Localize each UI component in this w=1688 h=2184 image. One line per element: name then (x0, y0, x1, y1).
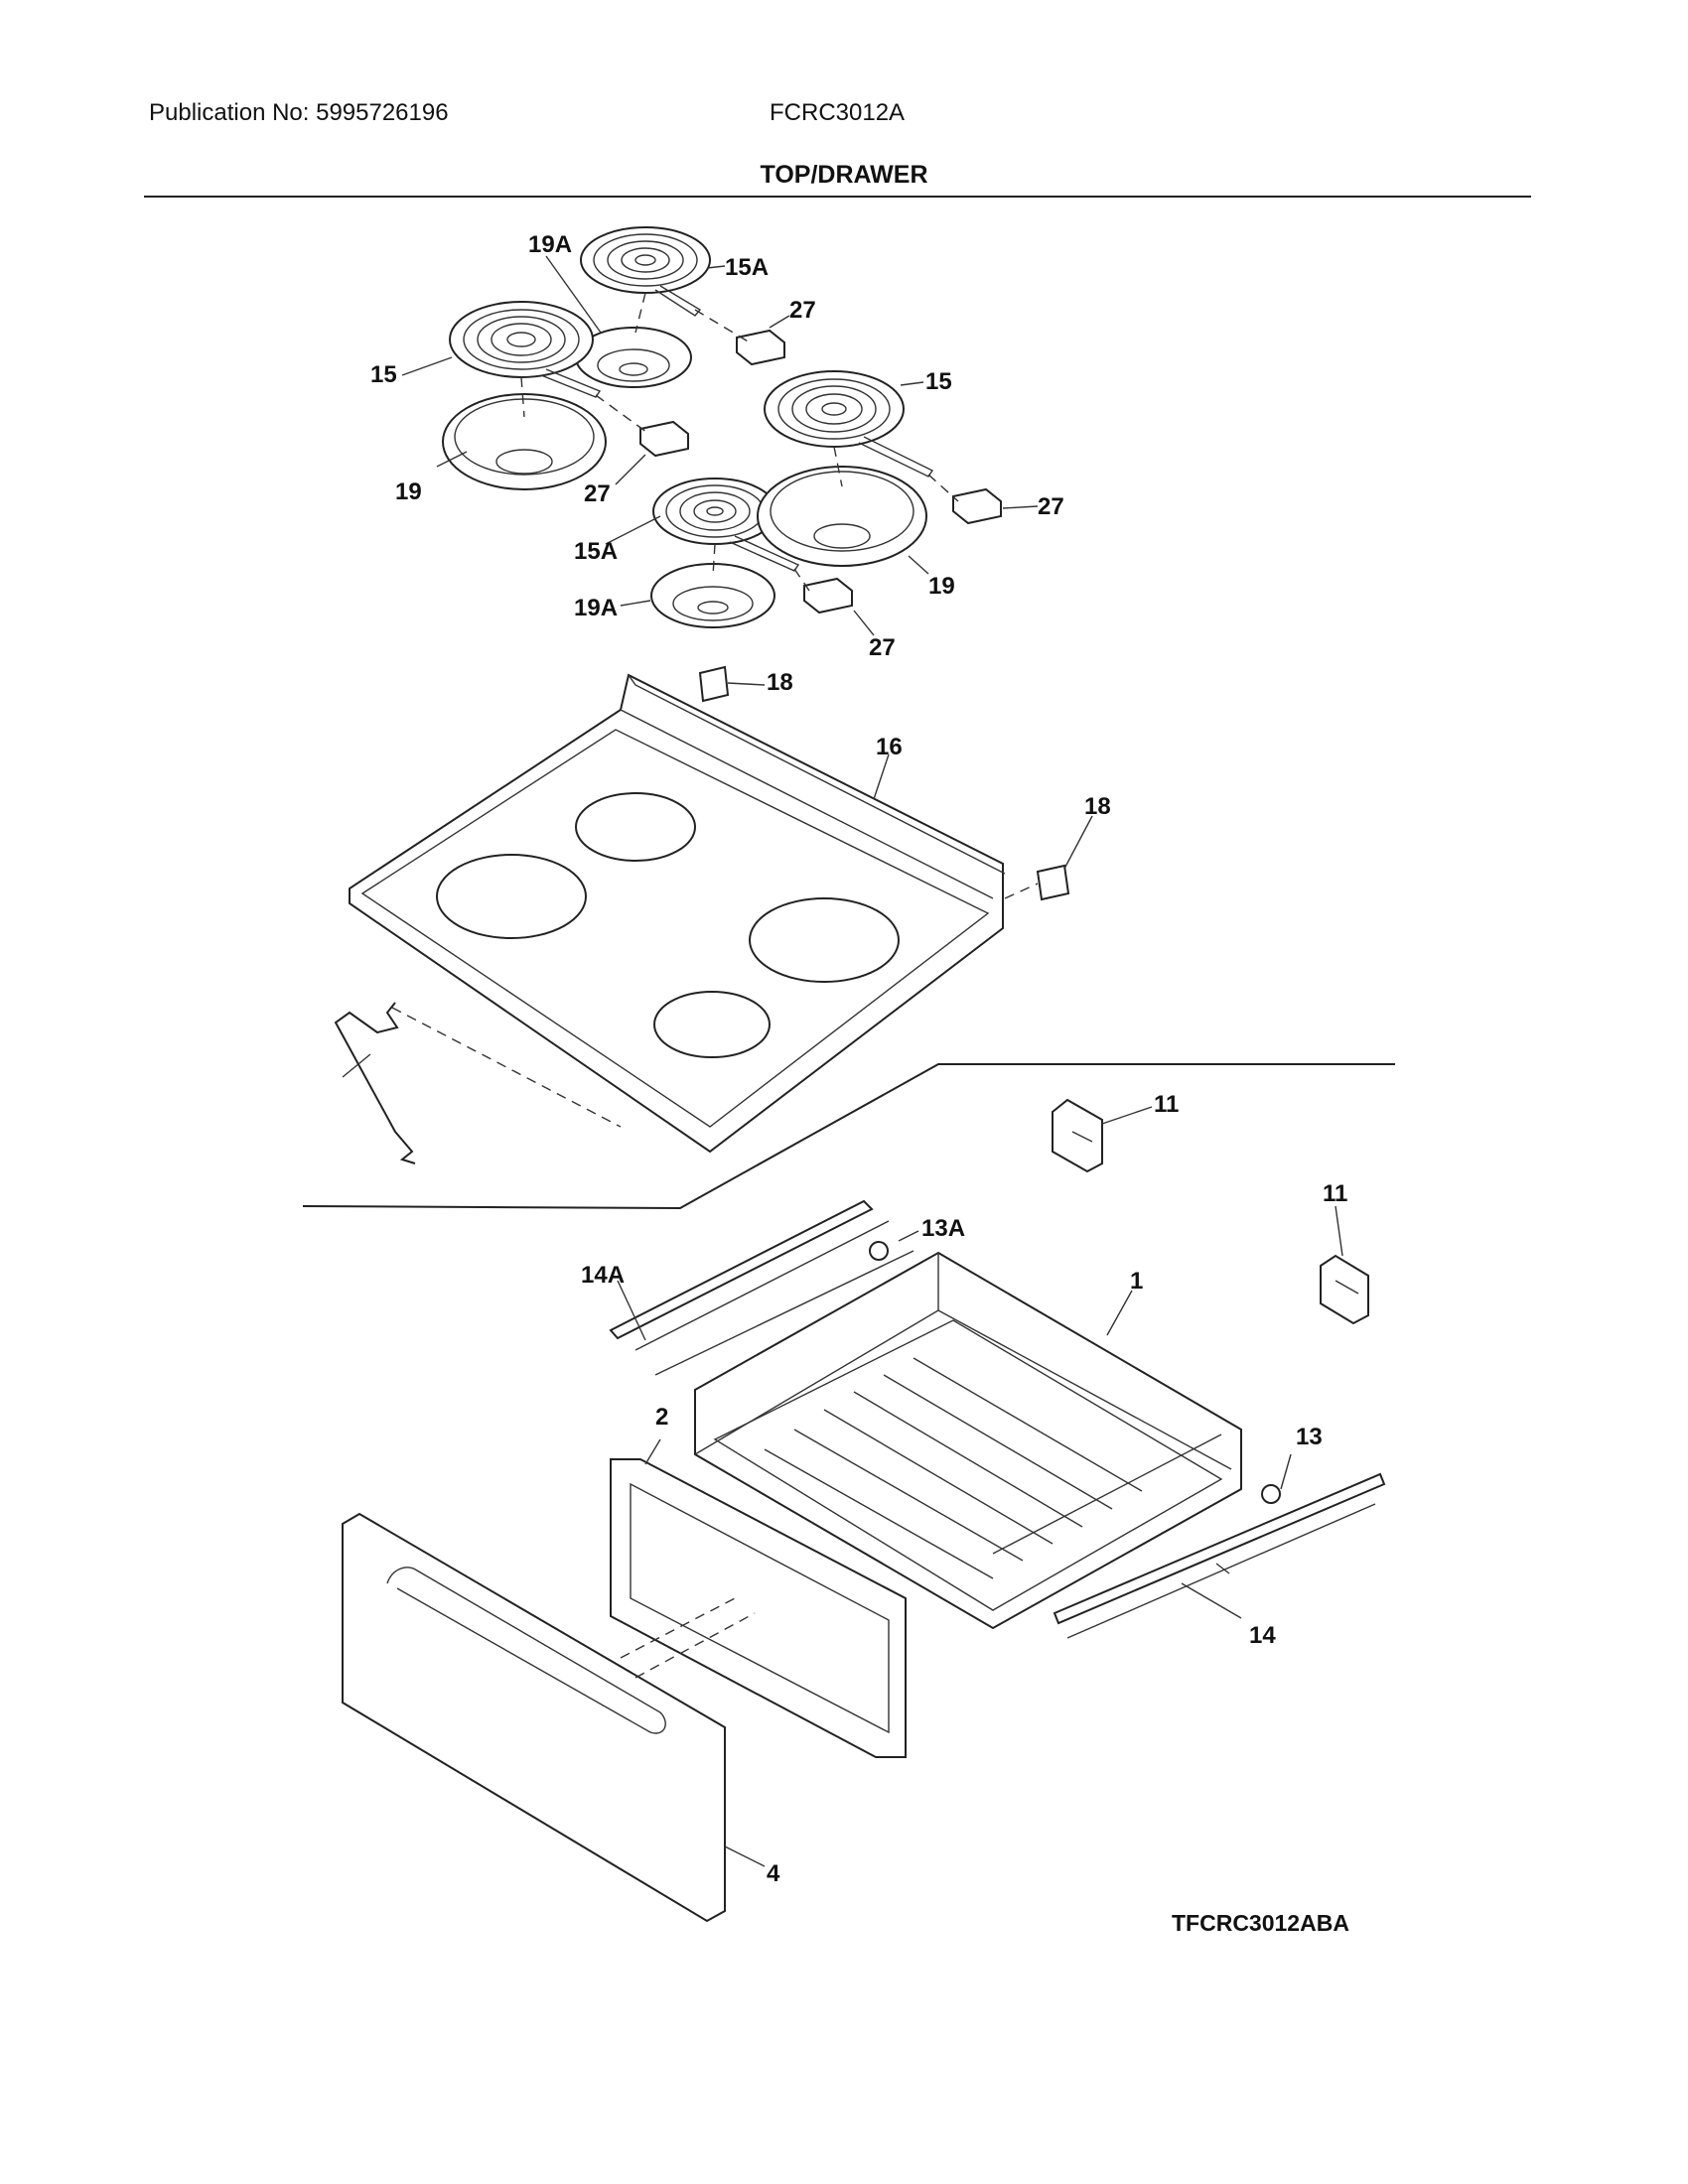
element-15-left[interactable] (449, 301, 602, 398)
receptacle-27-b[interactable] (639, 420, 689, 458)
model-number: FCRC3012A (770, 99, 906, 126)
section-separator (302, 1063, 1395, 1210)
drawer-frame-2[interactable] (610, 1458, 907, 1758)
drip-bowl-19a-bottom[interactable] (650, 563, 775, 628)
callout-15-left: 15 (370, 361, 397, 388)
slide-14a[interactable] (609, 1199, 914, 1376)
callout-19-left: 19 (395, 478, 422, 505)
cooktop-16[interactable] (349, 673, 1006, 1154)
callout-14a: 14A (581, 1262, 625, 1289)
title-rule (144, 196, 1531, 198)
support-rod[interactable] (334, 1002, 416, 1164)
bracket-11-b[interactable] (1320, 1254, 1369, 1325)
callout-19-right: 19 (928, 573, 955, 600)
callout-4: 4 (767, 1860, 780, 1887)
receptacle-27-d[interactable] (803, 577, 853, 614)
callout-27-c: 27 (1038, 493, 1064, 520)
callout-19a-bottom: 19A (574, 595, 618, 621)
receptacle-27-c[interactable] (952, 487, 1002, 525)
element-15a-top[interactable] (580, 226, 711, 317)
callout-15a-top: 15A (725, 254, 769, 281)
callout-18-b: 18 (1084, 793, 1111, 820)
roller-13a[interactable] (869, 1241, 889, 1261)
slide-14[interactable] (1053, 1472, 1386, 1639)
roller-13[interactable] (1261, 1484, 1281, 1504)
bracket-18-a[interactable] (698, 665, 730, 703)
receptacle-27-a[interactable] (736, 329, 785, 366)
callout-13: 13 (1296, 1424, 1323, 1450)
callout-15a-bottom: 15A (574, 538, 618, 565)
diagram-code: TFCRC3012ABA (1172, 1910, 1349, 1936)
element-15-right[interactable] (764, 370, 934, 478)
callout-18-a: 18 (767, 669, 793, 696)
callout-27-b: 27 (584, 480, 611, 507)
callout-27-a: 27 (789, 297, 816, 324)
bracket-18-b[interactable] (1036, 864, 1070, 901)
callout-11-a: 11 (1154, 1091, 1179, 1118)
callout-13a: 13A (921, 1215, 965, 1242)
callout-11-b: 11 (1323, 1180, 1347, 1207)
bracket-11-a[interactable] (1052, 1098, 1103, 1173)
drip-bowl-19-right[interactable] (757, 466, 927, 567)
callout-19a-top: 19A (528, 231, 572, 258)
drip-bowl-19-left[interactable] (442, 393, 607, 490)
callout-1: 1 (1130, 1268, 1143, 1295)
callout-15-right: 15 (925, 368, 952, 395)
publication-number: Publication No: 5995726196 (149, 99, 449, 126)
section-title: TOP/DRAWER (760, 161, 928, 189)
callout-27-d: 27 (869, 634, 896, 661)
callout-14: 14 (1249, 1622, 1276, 1649)
callout-16: 16 (876, 734, 903, 760)
callout-2: 2 (655, 1404, 668, 1431)
drawer-front-4[interactable] (342, 1512, 726, 1923)
drawer-1[interactable] (694, 1251, 1242, 1630)
